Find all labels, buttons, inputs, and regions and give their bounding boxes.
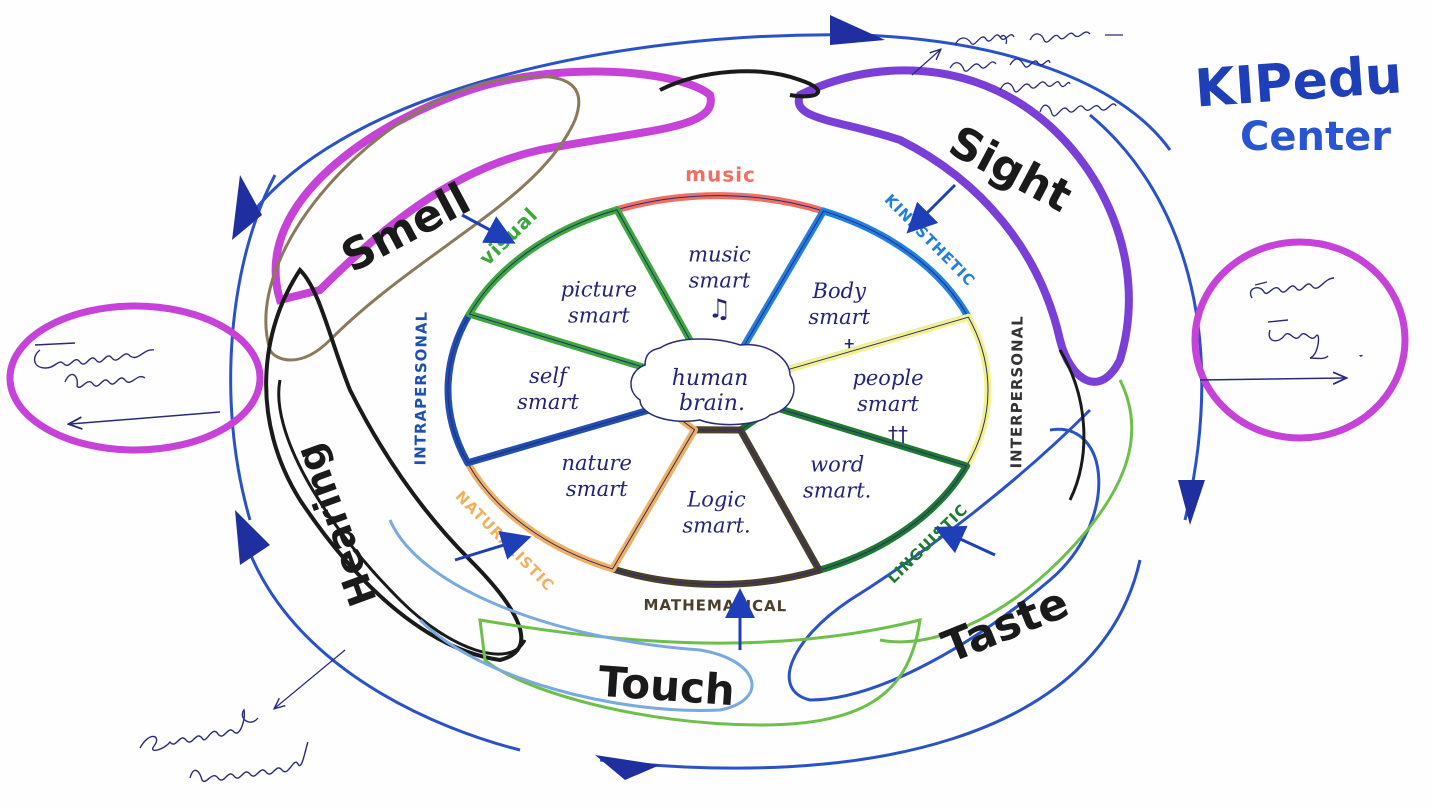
right-bubble — [1191, 238, 1409, 442]
arrow-to-music — [461, 213, 516, 244]
segment-label-linguistic-1: word — [810, 452, 864, 476]
sense-touch: Touch — [597, 657, 737, 715]
smell-band-magenta — [271, 67, 715, 305]
hearing-loop-2 — [277, 379, 527, 656]
segment-label-mathematical-1: Logic — [686, 487, 746, 511]
segment-label-intrapersonal-1: self — [529, 364, 570, 388]
brain-label-line1: human — [672, 366, 748, 391]
sense-taste: Taste — [935, 577, 1076, 673]
loop-arrowhead-top — [830, 15, 885, 45]
note-pointer-bottom — [275, 649, 346, 708]
brand-line2: Center — [1240, 114, 1391, 160]
segment-label-music-1: music — [688, 243, 751, 267]
arrow-to-interpersonal — [906, 183, 957, 234]
wheel-segment-outline-intrapersonal — [447, 313, 664, 464]
wheel-segment-outline-mathematical — [611, 429, 820, 585]
segment-label-interpersonal-2: smart — [857, 392, 919, 416]
category-label-mathematical: MATHEMATICAL — [643, 596, 787, 615]
touch-band-blue — [388, 519, 754, 712]
loop-arrowhead-left-up — [232, 175, 262, 240]
left-bubble — [6, 302, 264, 454]
left-bubble-text — [33, 342, 155, 389]
sight-band-purple — [794, 66, 1133, 386]
brand-line1: KIPedu — [1193, 45, 1404, 119]
outer-loop-bottom — [599, 559, 1142, 770]
segment-label-intrapersonal-2: smart — [517, 390, 579, 414]
touch-band-green — [478, 618, 922, 727]
outer-loop-right — [1089, 113, 1204, 521]
left-bubble-arrow — [70, 411, 221, 424]
arrow-to-linguistic — [934, 525, 996, 557]
sense-hearing: Hearing — [286, 438, 385, 612]
outer-loop-top — [238, 33, 1172, 231]
wheel-segment-outline-visual — [468, 209, 697, 374]
wheel-segment-outline-kinesthetic — [740, 210, 970, 375]
running-person-icon: † — [844, 335, 854, 359]
taste-band-green — [879, 379, 1134, 644]
note-pointer-top — [911, 50, 940, 76]
music-note-icon: ♫ — [708, 295, 731, 325]
category-label-interpersonal: INTERPERSONAL — [1007, 315, 1026, 468]
category-label-intrapersonal: INTRAPERSONAL — [411, 311, 430, 466]
loop-arrowhead-right-down — [1178, 480, 1205, 525]
segment-label-visual-1: picture — [561, 278, 637, 302]
right-bubble-text — [1249, 277, 1363, 360]
loop-arrowhead-left-down — [235, 510, 270, 565]
segment-label-naturalistic-2: smart — [566, 477, 628, 501]
segment-label-visual-2: smart — [568, 304, 630, 328]
bottom-left-note — [139, 708, 309, 783]
wheel-segment-outline-music — [616, 195, 825, 351]
sense-smell: Smell — [333, 173, 478, 283]
loop-arrowhead-bottom — [595, 755, 660, 780]
wheel-segment-outline-interpersonal — [772, 316, 989, 467]
segment-label-mathematical-2: smart. — [682, 513, 750, 537]
black-stroke-right — [1058, 349, 1086, 501]
brain-label-line2: brain. — [679, 391, 745, 416]
segment-label-linguistic-2: smart. — [803, 478, 871, 502]
right-bubble-arrow — [1199, 378, 1345, 380]
top-right-note — [949, 31, 1123, 117]
segment-label-kinesthetic-1: Body — [812, 279, 868, 303]
segment-label-music-2: smart — [689, 269, 751, 293]
human-brain-cloud — [630, 338, 795, 426]
black-squiggle-top — [659, 69, 821, 99]
arrow-to-intrapersonal — [454, 530, 532, 562]
segment-label-kinesthetic-2: smart — [808, 305, 870, 329]
segment-label-naturalistic-1: nature — [562, 451, 632, 475]
category-label-music: music — [685, 162, 756, 187]
wheel-segment-outline-naturalistic — [466, 405, 696, 570]
wheel-segment-outline-linguistic — [739, 406, 968, 571]
outer-loop-left — [243, 539, 521, 752]
segment-label-interpersonal-1: people — [852, 366, 923, 390]
